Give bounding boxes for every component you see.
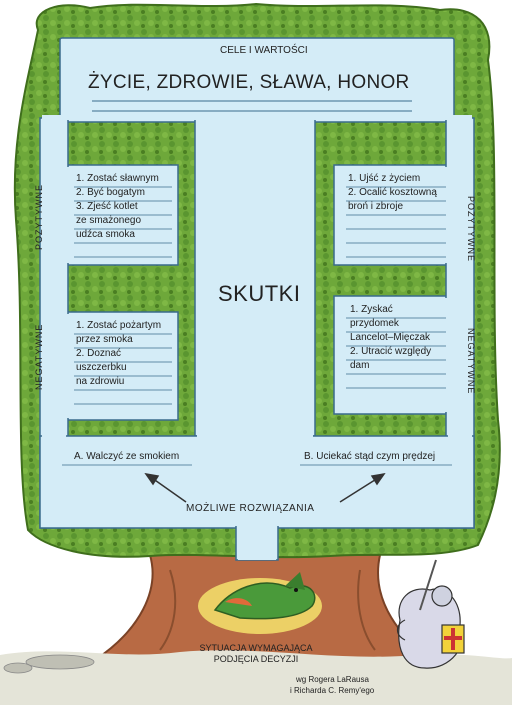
dragon-illustration [198,572,322,634]
knight-illustration [396,559,465,669]
left-negative-side-label: NEGATYWNE [34,323,44,390]
left-positive-side-label: POZYTYWNE [34,183,44,250]
right-negative-item: przydomek [350,318,399,329]
goals-title: ŻYCIE, ZDROWIE, SŁAWA, HONOR [88,72,410,93]
credit-line-1: wg Rogera LaRausa [296,675,369,684]
left-negative-item: 1. Zostać pożartym [76,320,162,331]
left-positive-item: 2. Być bogatym [76,187,145,198]
option-b: B. Uciekać stąd czym prędzej [304,451,436,462]
left-positive-item: ze smażonego [76,215,142,226]
left-negative-item: 2. Doznać [76,348,122,359]
right-negative-item: 1. Zyskać [350,304,393,315]
right-positive-side-label: POZYTYWNE [466,196,476,263]
right-negative-item: Lancelot–Mięczak [350,332,431,343]
right-positive-item: 1. Ujść z życiem [348,173,421,184]
situation-label-line-1: SYTUACJA WYMAGAJĄCA [199,643,313,653]
left-positive-item: 1. Zostać sławnym [76,173,159,184]
ground [0,650,512,705]
situation-label-line-2: PODJĘCIA DECYZJI [213,654,299,664]
left-positive-item: 3. Zjeść kotlet [76,201,138,212]
left-positive-item: udźca smoka [76,229,135,240]
left-negative-item: przez smoka [76,334,133,345]
header-lines [92,100,412,112]
option-a: A. Walczyć ze smokiem [74,451,180,462]
right-positive-item: 2. Ocalić kosztowną [348,187,437,198]
rocks [3,654,95,674]
solutions-label: MOŻLIWE ROZWIĄZANIA [186,503,315,514]
goals-caption: CELE I WARTOŚCI [220,45,308,56]
solution-arrows [144,472,386,503]
left-negative-item: na zdrowiu [76,376,125,387]
right-negative-side-label: NEGATYWNE [466,328,476,395]
right-positive-item: broń i zbroje [348,201,404,212]
consequences-label: SKUTKI [218,281,301,306]
right-negative-item: dam [350,360,370,371]
right-negative-item: 2. Utracić względy [350,346,432,357]
left-negative-item: uszczerbku [76,362,127,373]
credit-line-2: i Richarda C. Remy'ego [290,686,375,695]
list-lines [62,186,452,466]
